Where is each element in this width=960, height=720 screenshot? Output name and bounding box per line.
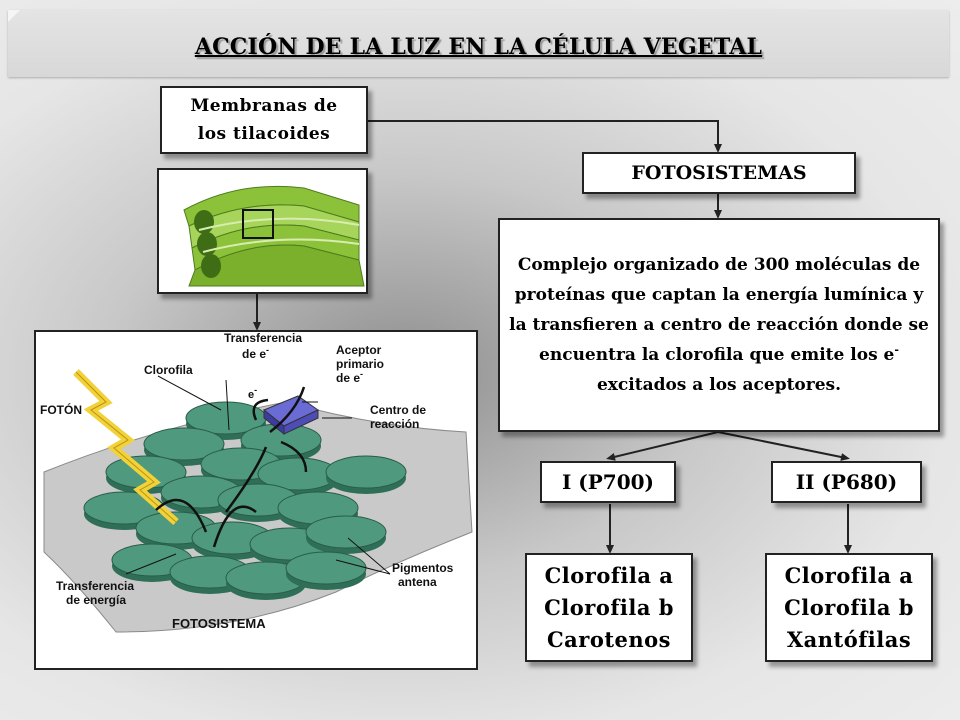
pigments-i-box: Clorofila a Clorofila b Carotenos: [525, 553, 693, 662]
arrow-complejo-ps1: [606, 431, 719, 461]
complejo-text: Complejo organizado de 300 moléculas de …: [506, 250, 932, 400]
membranas-line2: los tilacoides: [197, 124, 331, 144]
arrow-membranas-fotosistemas: [368, 120, 722, 153]
photosystem-ii-box: II (P680): [771, 461, 922, 503]
label-electron: e: [248, 389, 254, 401]
fotosistemas-box: FOTOSISTEMAS: [582, 152, 856, 194]
antenna-disc: [325, 455, 407, 489]
pigment-item: Xantófilas: [786, 626, 912, 652]
label-transferencia-e-1: Transferencia: [224, 332, 302, 345]
thylakoid-image: [157, 168, 368, 294]
complejo-box: Complejo organizado de 300 moléculas de …: [498, 218, 940, 432]
photosystem-ii-label: II (P680): [795, 470, 898, 494]
label-aceptor-1: Aceptor: [336, 343, 382, 357]
antenna-disc: [305, 515, 387, 549]
label-clorofila: Clorofila: [144, 363, 193, 377]
thylakoid-illustration: [159, 170, 366, 292]
svg-text:e-: e-: [248, 385, 257, 401]
leader-lines: [125, 375, 391, 575]
photosystem-illustration: Transferencia de e- Aceptor primario de …: [36, 331, 476, 668]
arrow-complejo-ps2: [717, 431, 850, 461]
membranas-line1: Membranas de: [190, 96, 338, 116]
pigment-item: Clorofila a: [784, 562, 914, 588]
complejo-text-after: excitados a los aceptores.: [596, 375, 842, 395]
selection-square: [242, 209, 274, 239]
complejo-text-sup: -: [894, 343, 899, 357]
membranas-box: Membranas de los tilacoides: [160, 86, 368, 154]
page-title: ACCIÓN DE LA LUZ EN LA CÉLULA VEGETAL: [194, 34, 763, 60]
title-bar: ACCIÓN DE LA LUZ EN LA CÉLULA VEGETAL: [8, 10, 949, 77]
label-aceptor-3: de e: [336, 371, 360, 385]
label-centro-2: reacción: [370, 417, 419, 431]
label-aceptor-2: primario: [336, 357, 384, 371]
pigments-ii-box: Clorofila a Clorofila b Xantófilas: [765, 553, 933, 662]
label-pigmentos-2: antena: [398, 575, 437, 589]
label-fotosistema: FOTOSISTEMA: [172, 616, 266, 631]
label-transferencia-e-2: de e: [242, 347, 266, 361]
pigment-item: Clorofila b: [784, 594, 914, 620]
photosystem-figure: Transferencia de e- Aceptor primario de …: [34, 330, 478, 670]
label-transferencia-energia-1: Transferencia: [56, 579, 134, 593]
label-foton: FOTÓN: [40, 402, 82, 417]
pigment-item: Clorofila b: [544, 594, 674, 620]
antenna-disc: [143, 427, 225, 461]
label-centro-1: Centro de: [370, 403, 426, 417]
svg-text:de e-: de e-: [336, 369, 363, 385]
antenna-disc: [285, 551, 367, 585]
photosystem-i-box: I (P700): [540, 461, 676, 503]
antenna-discs: [83, 401, 407, 600]
title-corner: [8, 10, 20, 22]
complejo-text-before: Complejo organizado de 300 moléculas de …: [509, 255, 929, 365]
pigment-item: Clorofila a: [544, 562, 674, 588]
transfer-arrows: [155, 386, 308, 548]
label-pigmentos-1: Pigmentos: [392, 561, 454, 575]
pigment-item: Carotenos: [546, 626, 672, 652]
svg-text:de e-: de e-: [242, 345, 269, 361]
label-transferencia-energia-2: de energía: [66, 593, 126, 607]
fotosistemas-label: FOTOSISTEMAS: [631, 162, 807, 184]
photosystem-i-label: I (P700): [561, 470, 655, 494]
